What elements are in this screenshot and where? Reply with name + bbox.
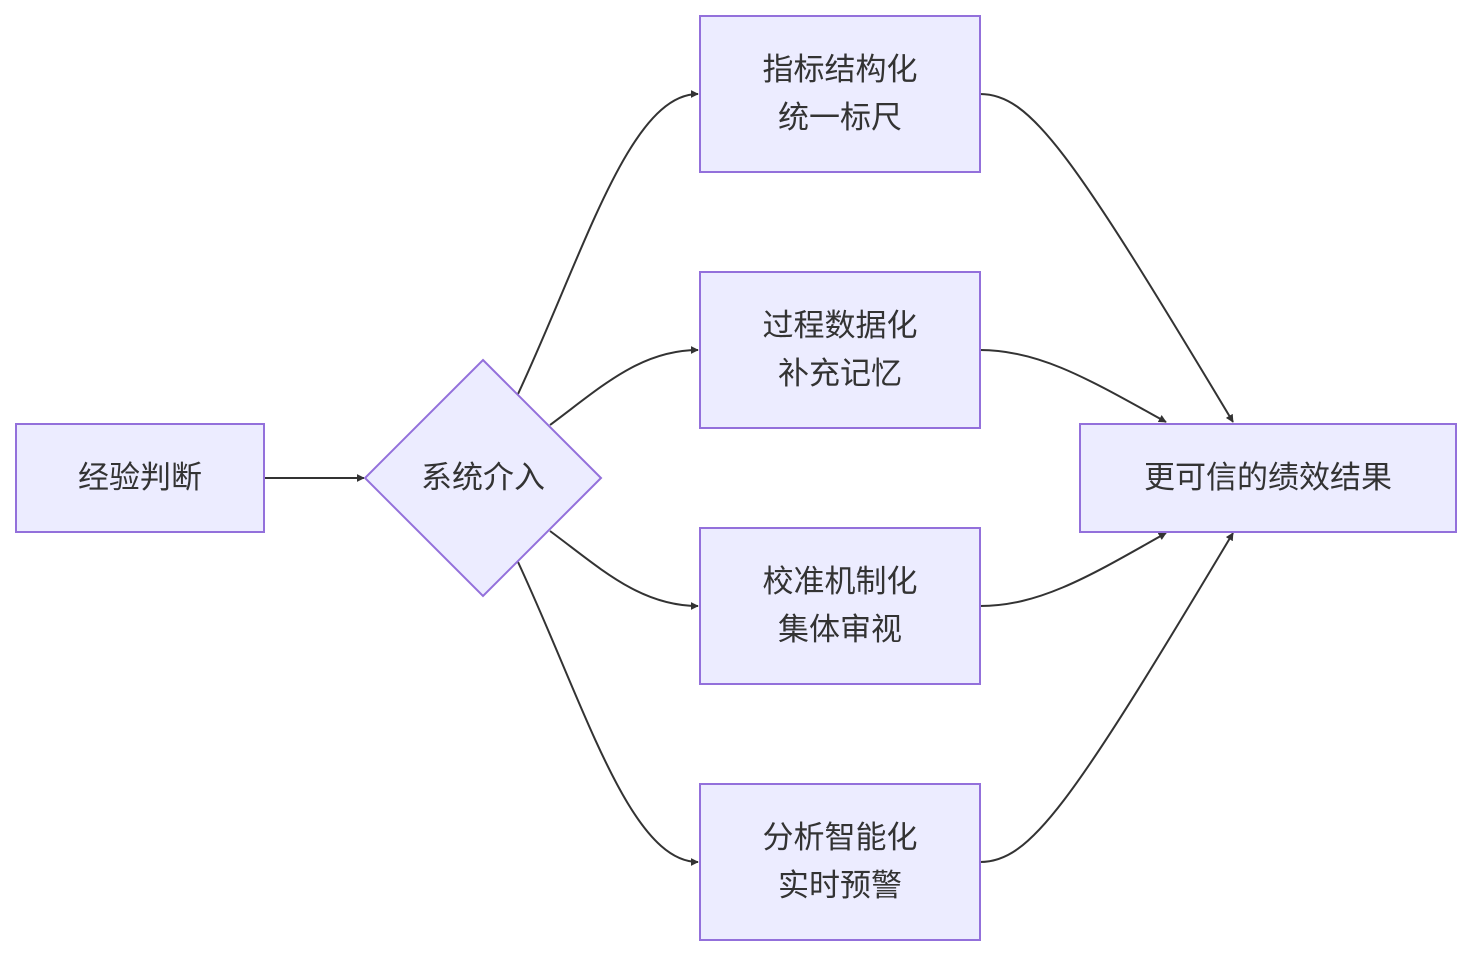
- node-experience-label: 经验判断: [78, 460, 202, 496]
- node-system-diamond: [363, 358, 603, 598]
- node-result: 更可信的绩效结果: [1079, 423, 1457, 533]
- node-process-box: [699, 271, 981, 429]
- edge-system-to-indicator: [517, 90, 699, 395]
- node-indicator-box: [699, 15, 981, 173]
- node-analysis-box: [699, 783, 981, 941]
- node-analysis-line1: 分析智能化: [763, 820, 918, 856]
- node-analysis: 分析智能化 实时预警: [699, 783, 981, 941]
- node-calibration-box: [699, 527, 981, 685]
- node-result-label: 更可信的绩效结果: [1144, 460, 1392, 496]
- node-system: 系统介入: [363, 358, 603, 598]
- node-process: 过程数据化 补充记忆: [699, 271, 981, 429]
- edge-indicator-to-result: [979, 93, 1234, 423]
- node-indicator: 指标结构化 统一标尺: [699, 15, 981, 173]
- edge-system-to-analysis: [517, 561, 699, 866]
- edge-process-to-result: [979, 349, 1167, 423]
- edge-system-to-calibration: [549, 530, 699, 610]
- node-analysis-line2: 实时预警: [778, 868, 902, 904]
- edge-analysis-to-result: [979, 532, 1234, 863]
- node-result-box: [1079, 423, 1457, 533]
- node-experience: 经验判断: [15, 423, 265, 533]
- node-calibration-line1: 校准机制化: [763, 564, 918, 600]
- node-process-line2: 补充记忆: [778, 356, 902, 392]
- node-system-label: 系统介入: [421, 460, 545, 496]
- node-calibration: 校准机制化 集体审视: [699, 527, 981, 685]
- node-indicator-line2: 统一标尺: [778, 100, 902, 136]
- node-process-line1: 过程数据化: [763, 308, 918, 344]
- edge-calibration-to-result: [979, 532, 1167, 607]
- node-calibration-line2: 集体审视: [778, 612, 902, 648]
- node-indicator-line1: 指标结构化: [763, 52, 918, 88]
- edges: [264, 90, 1234, 866]
- edge-system-to-process: [549, 346, 699, 426]
- node-experience-box: [15, 423, 265, 533]
